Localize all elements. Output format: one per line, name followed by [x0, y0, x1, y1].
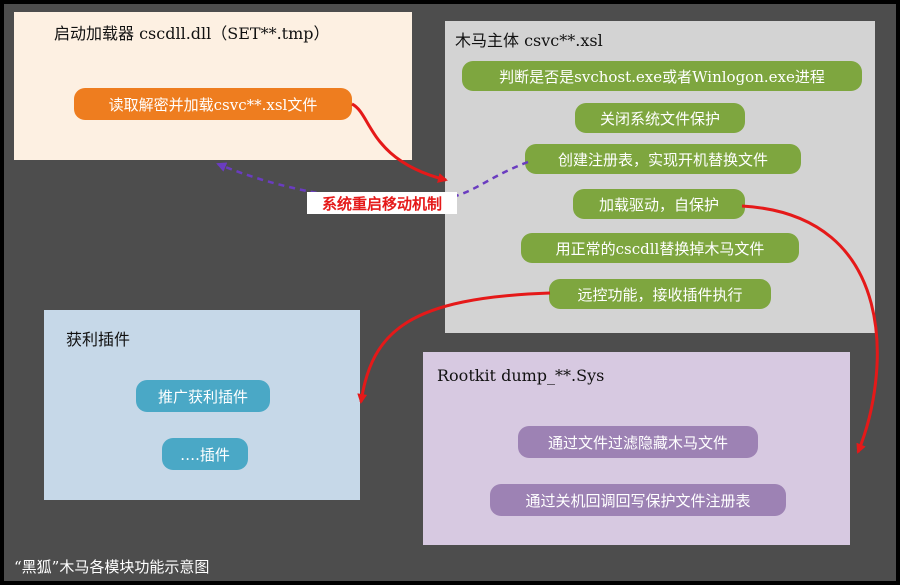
reboot-mechanism-label: 系统重启移动机制 — [307, 192, 457, 214]
loader-panel: 启动加载器 cscdll.dll（SET**.tmp） 读取解密并加载csvc*… — [14, 12, 412, 160]
loader-title: 启动加载器 cscdll.dll（SET**.tmp） — [54, 24, 330, 43]
trojan-step: 加载驱动，自保护 — [573, 189, 745, 219]
trojan-body-panel: 木马主体 csvc**.xsl 判断是否是svchost.exe或者Winlog… — [445, 21, 875, 333]
profit-title: 获利插件 — [66, 330, 131, 349]
profit-plugin-item: 推广获利插件 — [136, 380, 270, 412]
figure-caption: “黑狐”木马各模块功能示意图 — [14, 558, 210, 576]
rootkit-title: Rootkit dump_**.Sys — [437, 366, 605, 385]
trojan-step: 远控功能，接收插件执行 — [549, 279, 771, 309]
rootkit-panel: Rootkit dump_**.Sys 通过文件过滤隐藏木马文件 通过关机回调回… — [423, 352, 850, 545]
profit-plugins-panel: 获利插件 推广获利插件 ….插件 — [44, 310, 360, 500]
trojan-step: 用正常的cscdll替换掉木马文件 — [521, 233, 799, 263]
rootkit-item: 通过文件过滤隐藏木马文件 — [518, 426, 758, 458]
rootkit-item: 通过关机回调回写保护文件注册表 — [490, 484, 786, 516]
trojan-step: 判断是否是svchost.exe或者Winlogon.exe进程 — [462, 61, 862, 91]
profit-plugin-item: ….插件 — [162, 438, 248, 470]
trojan-step: 创建注册表，实现开机替换文件 — [525, 144, 801, 174]
trojan-title: 木马主体 csvc**.xsl — [455, 31, 603, 50]
loader-step: 读取解密并加载csvc**.xsl文件 — [74, 88, 352, 120]
trojan-step: 关闭系统文件保护 — [575, 103, 745, 133]
